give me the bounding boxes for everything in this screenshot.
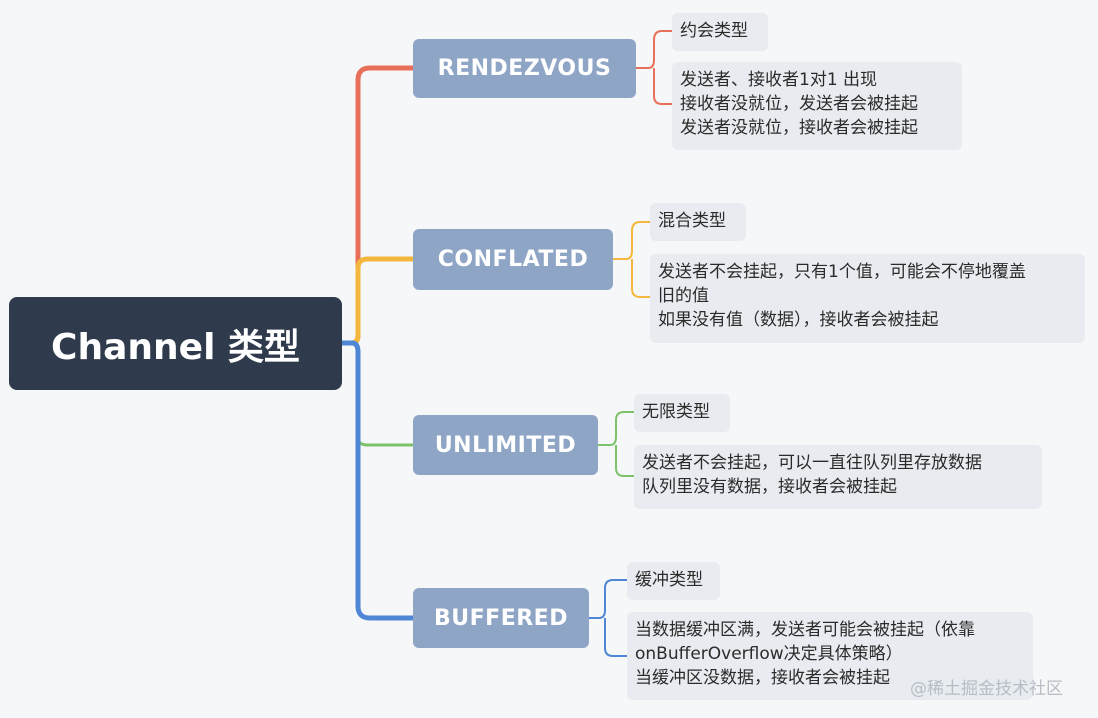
connector-unlimited	[342, 341, 413, 447]
leaf-title: 无限类型	[642, 402, 710, 422]
leaf-title: 缓冲类型	[635, 570, 703, 590]
watermark: @稀土掘金技术社区	[910, 679, 1063, 699]
leaf-detail-line: 当缓冲区没数据，接收者会被挂起	[635, 668, 890, 688]
leaf-detail-line: 如果没有值（数据），接收者会被挂起	[658, 310, 939, 330]
bracket-conflated	[613, 221, 650, 298]
branch-conflated[interactable]: CONFLATED	[413, 229, 613, 290]
leaf-detail-line: 发送者不会挂起，可以一直往队列里存放数据	[642, 453, 982, 473]
root-node[interactable]: Channel 类型	[9, 297, 342, 390]
leaf-detail-line: 发送者、接收者1对1 出现	[680, 70, 878, 90]
leaf-detail-line: 旧的值	[658, 286, 709, 306]
connector-rendezvous	[342, 65, 413, 346]
leaf-detail-line: 发送者没就位，接收者会被挂起	[680, 118, 918, 138]
root-label: Channel 类型	[51, 326, 300, 368]
leaf-title-rendezvous[interactable]: 约会类型	[672, 13, 768, 51]
connector-conflated	[342, 256, 413, 346]
leaf-detail-line: 发送者不会挂起，只有1个值，可能会不停地覆盖	[658, 262, 1026, 282]
leaf-details-unlimited[interactable]: 发送者不会挂起，可以一直往队列里存放数据 队列里没有数据，接收者会被挂起	[634, 445, 1042, 509]
leaf-detail-line: 队列里没有数据，接收者会被挂起	[642, 477, 897, 497]
bracket-buffered	[589, 579, 627, 657]
leaf-detail-line: onBufferOverflow决定具体策略）	[635, 644, 903, 664]
leaf-details-conflated[interactable]: 发送者不会挂起，只有1个值，可能会不停地覆盖 旧的值 如果没有值（数据），接收者…	[650, 254, 1085, 343]
bracket-rendezvous	[636, 30, 672, 105]
branch-label: RENDEZVOUS	[437, 56, 612, 81]
branch-label: BUFFERED	[434, 605, 568, 631]
leaf-title-conflated[interactable]: 混合类型	[650, 203, 746, 241]
connector-buffered	[342, 340, 413, 621]
branch-rendezvous[interactable]: RENDEZVOUS	[413, 39, 636, 98]
branch-label: CONFLATED	[437, 247, 589, 272]
leaf-detail-line: 接收者没就位，发送者会被挂起	[680, 94, 918, 114]
branch-buffered[interactable]: BUFFERED	[413, 588, 589, 648]
leaf-title: 混合类型	[658, 211, 726, 231]
branch-unlimited[interactable]: UNLIMITED	[413, 415, 598, 475]
bracket-unlimited	[598, 411, 634, 477]
leaf-details-rendezvous[interactable]: 发送者、接收者1对1 出现 接收者没就位，发送者会被挂起 发送者没就位，接收者会…	[672, 62, 962, 150]
leaf-details-buffered[interactable]: 当数据缓冲区满，发送者可能会被挂起（依靠 onBufferOverflow决定具…	[627, 612, 1033, 700]
leaf-title-buffered[interactable]: 缓冲类型	[627, 562, 720, 600]
leaf-title: 约会类型	[680, 21, 748, 41]
leaf-title-unlimited[interactable]: 无限类型	[634, 394, 730, 432]
branch-label: UNLIMITED	[434, 432, 577, 458]
leaf-detail-line: 当数据缓冲区满，发送者可能会被挂起（依靠	[635, 620, 975, 640]
